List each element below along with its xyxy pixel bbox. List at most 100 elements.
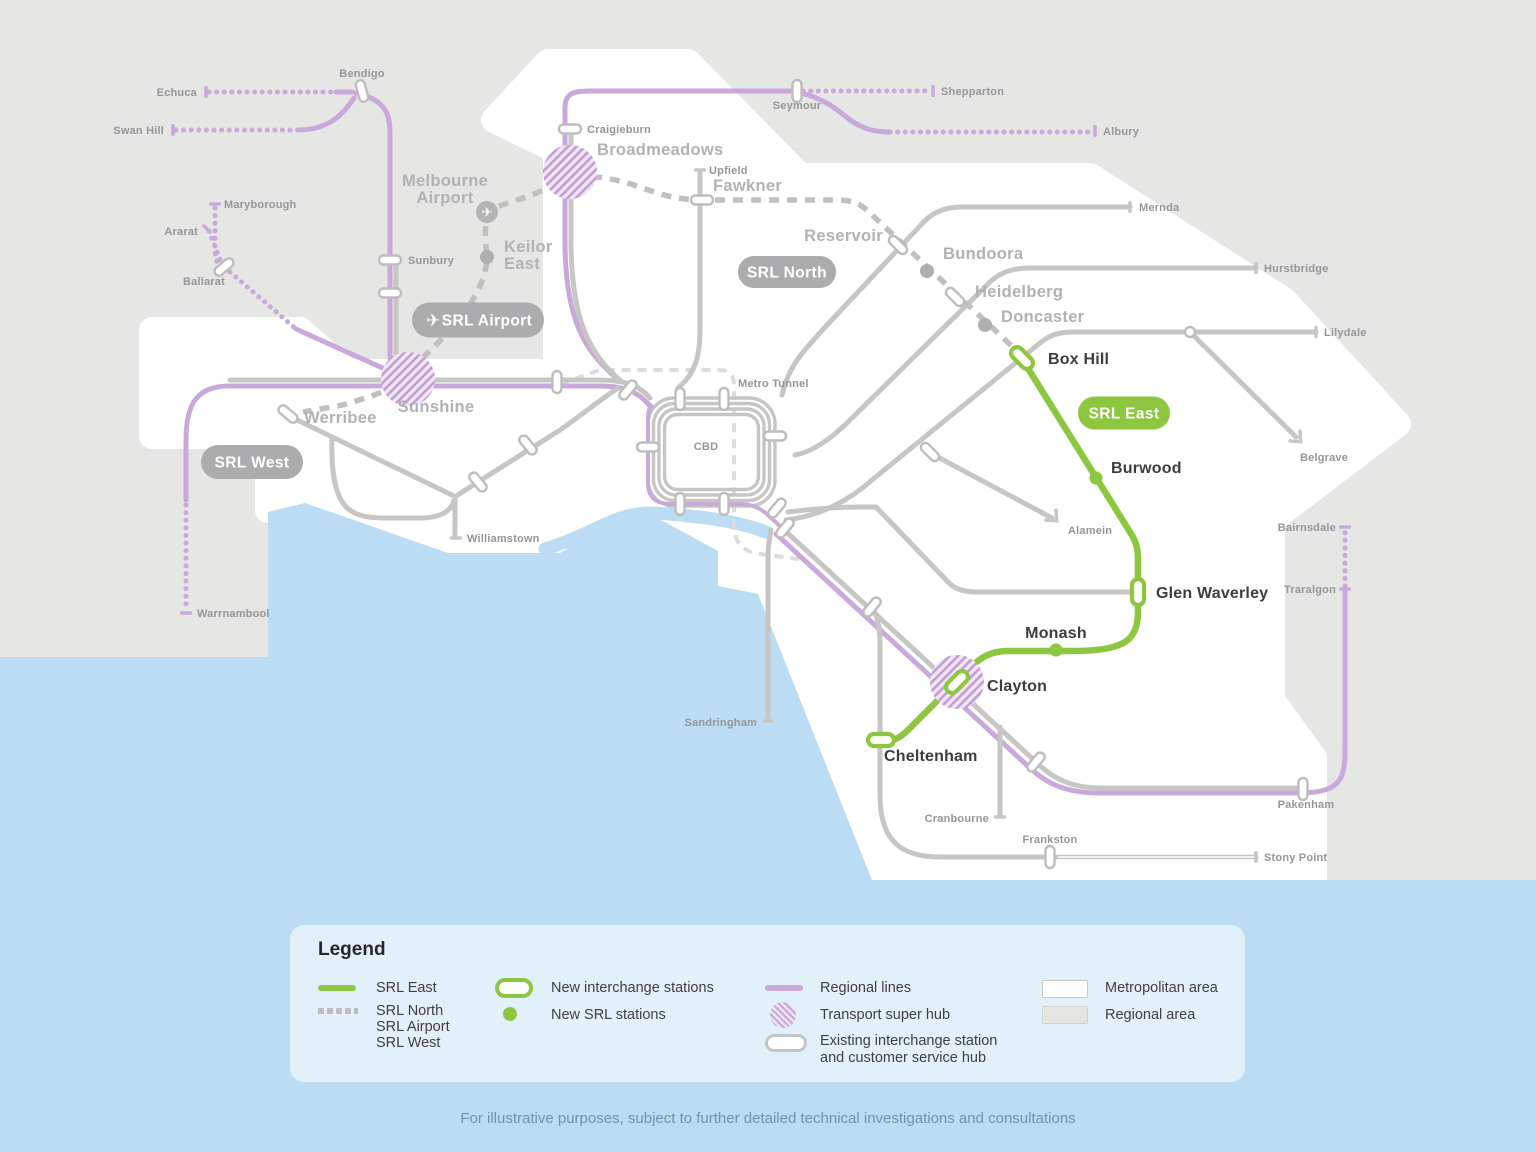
terminus-tick-icon	[180, 611, 192, 615]
station-loop-t1	[674, 386, 686, 412]
station-label-bairnsdale: Bairnsdale	[1278, 522, 1336, 534]
station-sunshine-hub	[381, 352, 435, 406]
interchange-pill-icon	[762, 430, 788, 442]
future-station-icon	[920, 264, 934, 278]
station-label-bundoora: Bundoora	[943, 245, 1024, 263]
legend-srl-west: SRL West	[376, 1035, 441, 1051]
badge-srl-east: SRL East	[1078, 396, 1170, 430]
station-label-echuca: Echuca	[157, 87, 198, 99]
station-label-cbd-l: CBD	[694, 441, 718, 453]
badge-pill	[201, 445, 303, 479]
station-melbourne-airport-l2: Airport	[416, 189, 473, 207]
badge-label: SRL North	[747, 265, 827, 282]
station-werribee: Werribee	[277, 404, 376, 427]
terminus-tick-icon	[931, 85, 935, 97]
station-newport-2	[518, 434, 538, 456]
station-broadmeadows-hub	[543, 145, 597, 199]
station-newport-1	[468, 471, 488, 493]
station-label-melbourne-airport-l2: Airport	[416, 189, 473, 207]
legend-panel: Legend SRL East SRL North SRL Airport SR…	[290, 925, 1245, 1082]
station-loop-t2	[718, 386, 730, 412]
frankston-line	[871, 607, 1047, 860]
station-label-bendigo: Bendigo	[339, 68, 384, 80]
station-label-maryborough: Maryborough	[224, 199, 297, 211]
station-label-lilydale: Lilydale	[1324, 327, 1367, 339]
srl-airport-line	[410, 179, 560, 370]
station-label-frankston: Frankston	[1023, 834, 1078, 846]
station-label-ballarat: Ballarat	[183, 276, 225, 288]
alamein-branch	[929, 451, 1055, 521]
station-loop-b2	[718, 491, 730, 517]
interchange-pill-icon	[919, 441, 941, 463]
station-label-williamstown: Williamstown	[467, 533, 540, 545]
station-bundoora: Bundoora	[920, 245, 1024, 278]
station-upfield: Upfield	[694, 165, 748, 177]
interchange-pill-icon	[674, 386, 686, 412]
station-sunbury: Sunbury	[377, 254, 455, 267]
airport-icon	[476, 201, 498, 223]
badge-pill	[412, 302, 544, 338]
station-label-metro-tunnel-l: Metro Tunnel	[738, 378, 809, 390]
metro-tunnel-line	[559, 368, 807, 562]
terminus-tick-icon	[1339, 587, 1351, 591]
station-clayton: Clayton	[943, 668, 1047, 696]
station-label-broadmeadows-l: Broadmeadows	[597, 141, 723, 159]
terminus-tick-icon	[1254, 851, 1258, 863]
station-heidelberg: Heidelberg	[944, 283, 1063, 308]
terminus-tick-icon	[762, 719, 774, 723]
station-sunshine-l: Sunshine	[398, 398, 475, 416]
station-ballarat: Ballarat	[183, 257, 235, 288]
station-echuca: Echuca	[157, 86, 208, 99]
station-label-warrnambool: Warrnambool	[197, 608, 270, 620]
srl-east-line	[880, 358, 1142, 745]
station-label-monash: Monash	[1025, 625, 1087, 642]
station-label-belgrave: Belgrave	[1300, 452, 1348, 464]
station-camberwell	[919, 441, 941, 463]
badge-label: SRL East	[1089, 406, 1160, 423]
interchange-pill-icon	[1044, 844, 1056, 870]
interchange-pill-icon	[635, 441, 661, 453]
badge-srl-west: SRL West	[201, 445, 303, 479]
station-ararat: Ararat	[164, 224, 212, 238]
station-caulfield	[862, 596, 882, 618]
terminus-tick-icon	[1254, 262, 1258, 274]
station-label-doncaster: Doncaster	[1001, 308, 1085, 326]
station-label-clayton: Clayton	[987, 678, 1047, 695]
station-loop-r	[762, 430, 788, 442]
station-label-upfield: Upfield	[709, 165, 748, 177]
station-cranbourne: Cranbourne	[925, 813, 1006, 825]
station-keilor-east-l1: Keilor	[504, 238, 553, 256]
station-label-sunbury: Sunbury	[408, 255, 455, 267]
legend-new-interchange: New interchange stations	[551, 980, 714, 996]
regional-lines-swatch	[765, 985, 803, 991]
super-hub-swatch	[770, 1002, 796, 1028]
interchange-pill-icon	[377, 287, 403, 299]
werribee-line	[290, 415, 455, 498]
interchange-pill-icon	[277, 404, 299, 424]
station-bairnsdale: Bairnsdale	[1278, 522, 1351, 534]
super-hub-icon	[381, 352, 435, 406]
badge-srl-north: SRL North	[738, 256, 836, 288]
station-label-sunshine-l: Sunshine	[398, 398, 475, 416]
station-ringwood	[1183, 325, 1197, 339]
interchange-pill-icon	[1297, 776, 1309, 802]
badge-pill	[738, 256, 836, 288]
station-label-box-hill: Box Hill	[1048, 351, 1109, 368]
terminus-tick-icon	[694, 168, 706, 172]
station-glen-waverley: Glen Waverley	[1129, 576, 1268, 608]
station-label-heidelberg: Heidelberg	[975, 283, 1063, 301]
srl-east-swatch	[318, 985, 356, 991]
interchange-pill-icon	[618, 379, 638, 401]
station-shepparton: Shepparton	[931, 85, 1004, 98]
station-bendigo: Bendigo	[339, 68, 385, 103]
station-broadmeadows-l: Broadmeadows	[597, 141, 723, 159]
newport-footscray	[453, 385, 621, 499]
station-sandringham: Sandringham	[685, 717, 774, 729]
station-williamstown: Williamstown	[450, 533, 540, 545]
station-lilydale: Lilydale	[1314, 326, 1366, 339]
interchange-pill-icon	[1026, 751, 1046, 773]
legend-title: Legend	[318, 939, 386, 960]
station-label-sandringham: Sandringham	[685, 717, 758, 729]
station-keilor-east-dot	[480, 250, 494, 264]
